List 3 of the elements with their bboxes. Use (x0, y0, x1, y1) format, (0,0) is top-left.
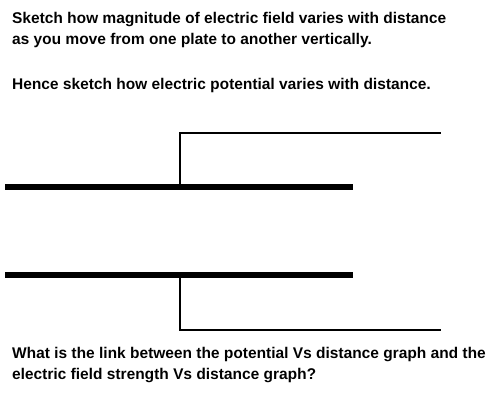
question-text: Hence sketch how electric potential varies with distance. (12, 75, 432, 95)
question-text: Sketch how magnitude of electric field varies with distance as you move from one plate to another vertically. (12, 9, 448, 50)
question-text: What is the link between the potential Vs distance graph and the electric field strength Vs distance graph? (12, 344, 487, 385)
